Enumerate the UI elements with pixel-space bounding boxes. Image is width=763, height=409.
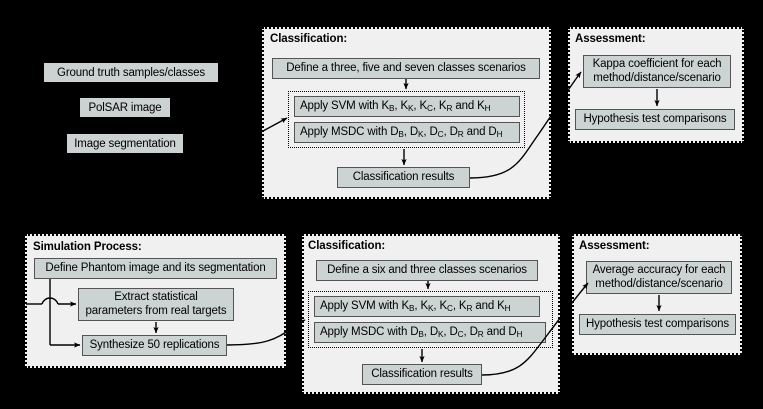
kappa-line-2: method/distance/scenario [593, 71, 721, 84]
node-apply-msdc-real-text: Apply MSDC with DB, DK, DC, DR and DH [300, 125, 503, 139]
panel-title-assessment-real: Assessment: [575, 33, 646, 45]
node-apply-msdc-real[interactable]: Apply MSDC with DB, DK, DC, DR and DH [294, 122, 520, 143]
label-polsar-image: PolSAR image [80, 98, 170, 117]
panel-assessment-sim [572, 234, 742, 355]
node-classification-results-sim[interactable]: Classification results [362, 364, 482, 385]
node-hypothesis-test-real[interactable]: Hypothesis test comparisons [575, 109, 735, 130]
node-extract-statistical-parameters[interactable]: Extract statistical parameters from real… [78, 288, 234, 321]
node-hypothesis-test-sim[interactable]: Hypothesis test comparisons [579, 314, 736, 335]
panel-title-assessment-sim: Assessment: [579, 240, 650, 252]
node-synthesize-replications[interactable]: Synthesize 50 replications [82, 335, 227, 356]
node-apply-svm-sim-text: Apply SVM with KB, KK, KC, KR and KH [320, 299, 511, 313]
node-classification-results-real[interactable]: Classification results [337, 167, 470, 188]
node-kappa-coefficient[interactable]: Kappa coefficient for each method/distan… [583, 55, 731, 88]
avg-acc-line-2: method/distance/scenario [595, 277, 723, 290]
node-define-phantom[interactable]: Define Phantom image and its segmentatio… [34, 258, 277, 279]
node-apply-msdc-sim[interactable]: Apply MSDC with DB, DK, DC, DR and DH [314, 322, 546, 343]
node-apply-svm-real[interactable]: Apply SVM with KB, KK, KC, KR and KH [294, 96, 520, 117]
node-apply-svm-sim[interactable]: Apply SVM with KB, KK, KC, KR and KH [314, 296, 540, 317]
panel-title-classification-real: Classification: [270, 33, 348, 45]
avg-acc-line-1: Average accuracy for each [592, 264, 726, 277]
node-define-scenarios-sim[interactable]: Define a six and three classes scenarios [316, 260, 538, 281]
label-image-segmentation: Image segmentation [67, 134, 183, 153]
node-average-accuracy[interactable]: Average accuracy for each method/distanc… [586, 261, 732, 294]
panel-title-classification-sim: Classification: [308, 240, 386, 252]
extract-line-1: Extract statistical [114, 291, 198, 304]
panel-title-simulation-process: Simulation Process: [33, 241, 142, 253]
node-define-scenarios-real[interactable]: Define a three, five and seven classes s… [272, 58, 540, 79]
node-apply-msdc-sim-text: Apply MSDC with DB, DK, DC, DR and DH [320, 325, 523, 339]
kappa-line-1: Kappa coefficient for each [592, 58, 722, 71]
label-ground-truth: Ground truth samples/classes [44, 63, 218, 82]
node-apply-svm-real-text: Apply SVM with KB, KK, KC, KR and KH [300, 99, 491, 113]
extract-line-2: parameters from real targets [85, 304, 227, 317]
